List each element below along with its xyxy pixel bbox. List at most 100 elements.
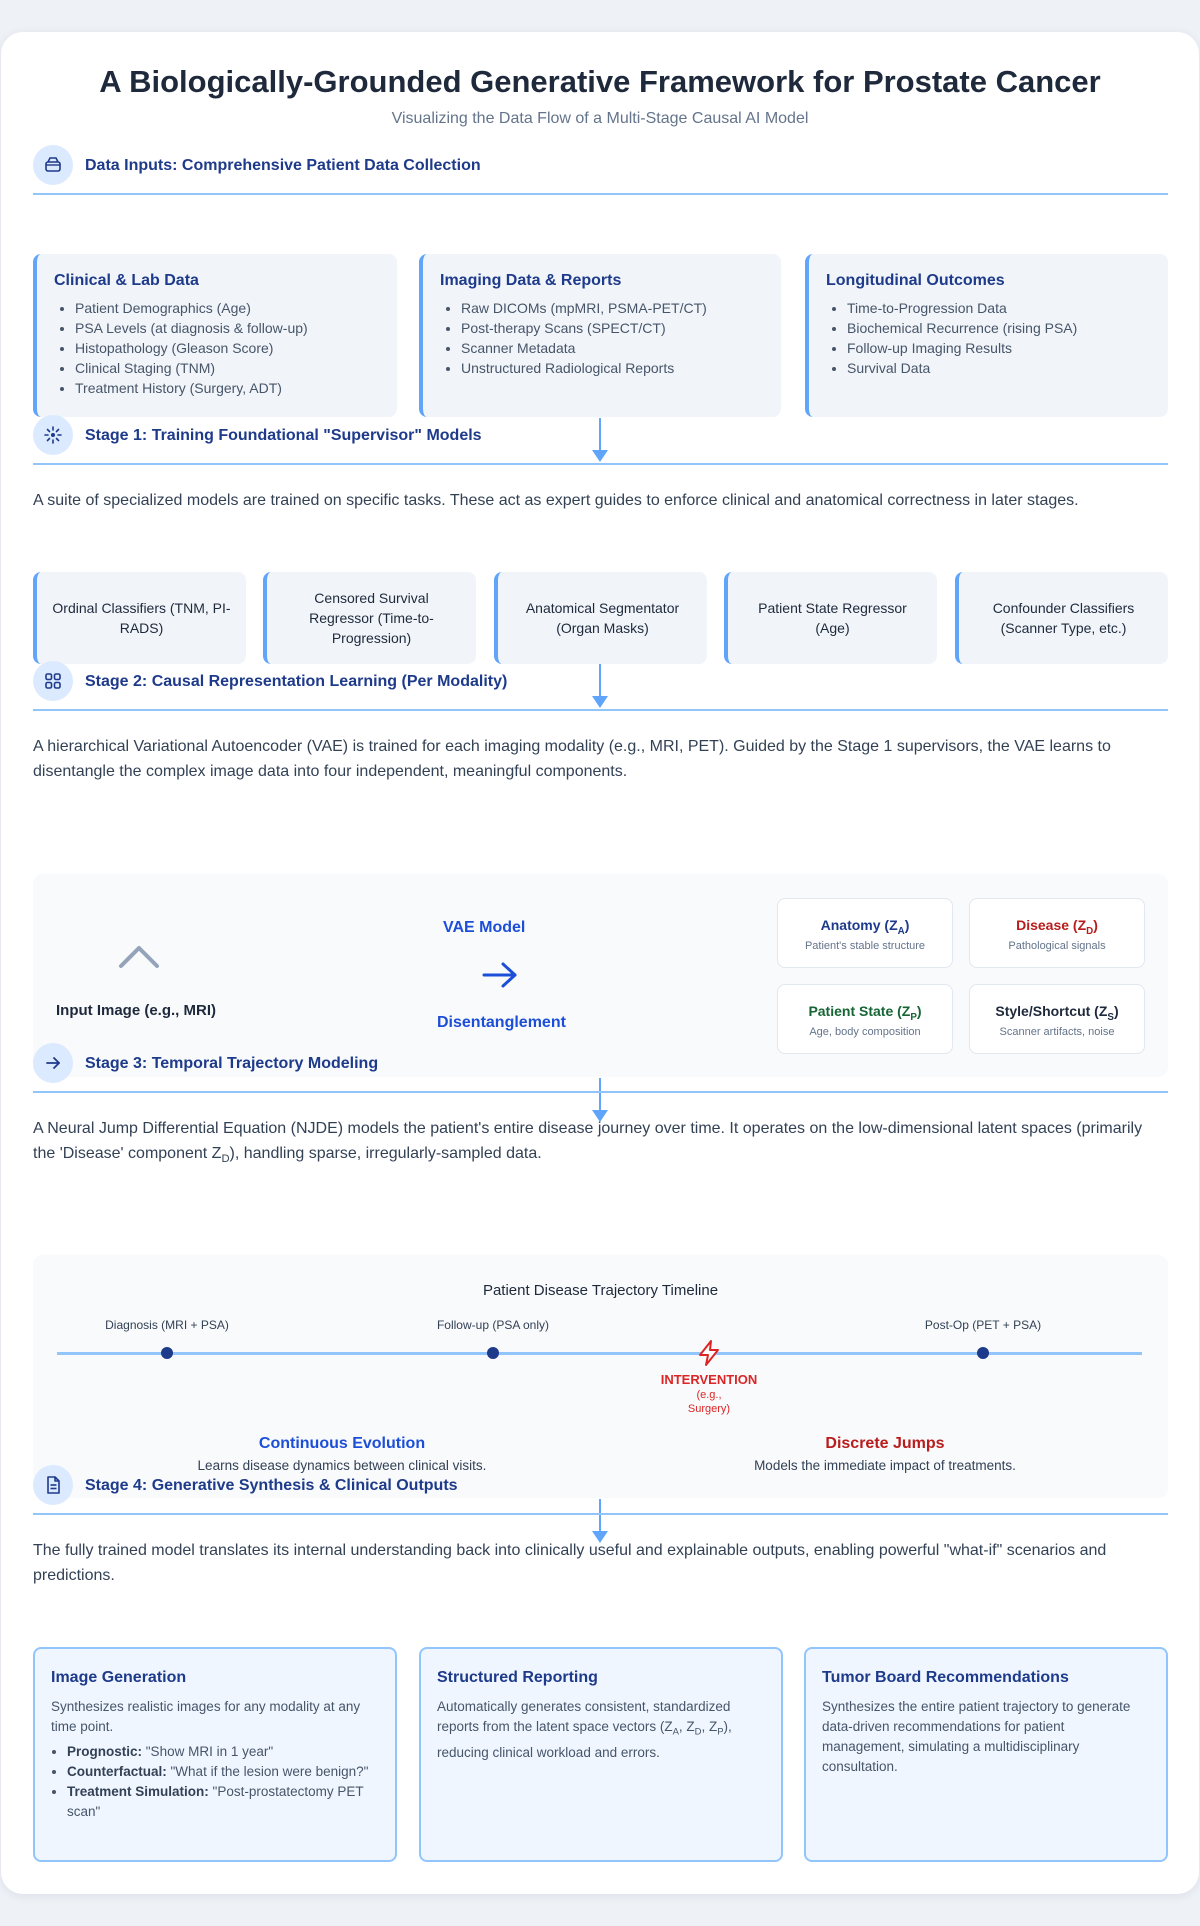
list-item: Counterfactual: "What if the lesion were…: [67, 1762, 379, 1782]
list-item: Post-therapy Scans (SPECT/CT): [461, 318, 781, 338]
component-description: Patient's stable structure: [804, 939, 926, 952]
stage3-heading: Stage 3: Temporal Trajectory Modeling: [85, 1055, 379, 1072]
list-item: Treatment History (Surgery, ADT): [75, 378, 397, 398]
input-box-title: Longitudinal Outcomes: [826, 272, 1005, 289]
output-image-generation: Image Generation Synthesizes realistic i…: [33, 1647, 397, 1862]
stage4-heading: Stage 4: Generative Synthesis & Clinical…: [85, 1477, 458, 1494]
timeline-panel: Patient Disease Trajectory Timeline Diag…: [33, 1255, 1168, 1498]
intervention-label: INTERVENTION: [660, 1372, 758, 1387]
stage1-section: Stage 1: Training Foundational "Supervis…: [33, 415, 1168, 513]
flow-arrow-icon: [592, 418, 608, 462]
output-title: Tumor Board Recommendations: [822, 1669, 1069, 1686]
list-item: Biochemical Recurrence (rising PSA): [847, 318, 1168, 338]
supervisor-model: Ordinal Classifiers (TNM, PI-RADS): [33, 572, 246, 664]
timeline-axis: [57, 1352, 1142, 1355]
grid-icon: [33, 661, 73, 701]
component-name: Patient State (ZP): [808, 1003, 922, 1023]
supervisor-model: Anatomical Segmentator (Organ Masks): [494, 572, 707, 664]
lightning-icon: [699, 1340, 719, 1366]
discrete-jumps-title: Discrete Jumps: [825, 1435, 945, 1452]
timeline-event-dot: [977, 1347, 989, 1359]
inputs-section: Data Inputs: Comprehensive Patient Data …: [33, 145, 1168, 195]
stage1-header: Stage 1: Training Foundational "Supervis…: [33, 415, 1168, 465]
timeline-event-label: Post-Op (PET + PSA): [924, 1318, 1042, 1332]
vae-panel: Input Image (e.g., MRI) VAE Model Disent…: [33, 874, 1168, 1077]
list-item: Survival Data: [847, 358, 1168, 378]
input-box-clinical: Clinical & Lab Data Patient Demographics…: [33, 254, 397, 417]
stage3-section: Stage 3: Temporal Trajectory Modeling A …: [33, 1043, 1168, 1172]
supervisor-model: Censored Survival Regressor (Time-to-Pro…: [263, 572, 476, 664]
output-structured-reporting: Structured Reporting Automatically gener…: [419, 1647, 783, 1862]
input-box-title: Clinical & Lab Data: [54, 272, 199, 289]
stage3-description: A Neural Jump Differential Equation (NJD…: [33, 1120, 1143, 1166]
input-box-imaging: Imaging Data & Reports Raw DICOMs (mpMRI…: [419, 254, 781, 417]
flow-arrow-icon: [592, 664, 608, 708]
output-tumor-board: Tumor Board Recommendations Synthesizes …: [804, 1647, 1168, 1862]
component-disease: Disease (ZD) Pathological signals: [969, 898, 1145, 968]
output-description: Synthesizes the entire patient trajector…: [822, 1699, 1131, 1774]
arrow-right-icon: [482, 962, 517, 988]
component-description: Scanner artifacts, noise: [999, 1025, 1115, 1038]
timeline-event-label: Follow-up (PSA only): [436, 1318, 550, 1332]
page-subtitle: Visualizing the Data Flow of a Multi-Sta…: [391, 110, 809, 127]
inputs-heading: Data Inputs: Comprehensive Patient Data …: [85, 157, 481, 174]
component-anatomy: Anatomy (ZA) Patient's stable structure: [777, 898, 953, 968]
timeline-event-dot: [487, 1347, 499, 1359]
component-name: Anatomy (ZA): [820, 917, 910, 937]
list-item: Time-to-Progression Data: [847, 298, 1168, 318]
intervention-note: (e.g., Surgery): [687, 1389, 731, 1415]
supervisor-models: Ordinal Classifiers (TNM, PI-RADS) Censo…: [33, 572, 1168, 664]
continuous-evolution-desc: Learns disease dynamics between clinical…: [197, 1458, 487, 1473]
flow-arrow-icon: [592, 1078, 608, 1122]
list-item: Raw DICOMs (mpMRI, PSMA-PET/CT): [461, 298, 781, 318]
list-item: Scanner Metadata: [461, 338, 781, 358]
stage2-description: A hierarchical Variational Autoencoder (…: [33, 738, 1111, 780]
chevron-up-icon: [119, 946, 159, 968]
component-style-shortcut: Style/Shortcut (ZS) Scanner artifacts, n…: [969, 984, 1145, 1054]
output-description: Automatically generates consistent, stan…: [437, 1699, 732, 1760]
list-item: Patient Demographics (Age): [75, 298, 397, 318]
stage2-header: Stage 2: Causal Representation Learning …: [33, 661, 1168, 711]
supervisor-model: Confounder Classifiers (Scanner Type, et…: [955, 572, 1168, 664]
outputs-row: Image Generation Synthesizes realistic i…: [33, 1647, 1168, 1862]
inputs-header: Data Inputs: Comprehensive Patient Data …: [33, 145, 1168, 195]
output-description: Synthesizes realistic images for any mod…: [51, 1699, 361, 1734]
supervisor-model: Patient State Regressor (Age): [724, 572, 937, 664]
disentanglement-label: Disentanglement: [437, 1014, 566, 1031]
component-description: Pathological signals: [1008, 939, 1106, 952]
flow-arrow-icon: [592, 1499, 608, 1543]
document-icon: [33, 1465, 73, 1505]
continuous-evolution-title: Continuous Evolution: [258, 1435, 426, 1452]
output-title: Image Generation: [51, 1669, 187, 1686]
stage4-description: The fully trained model translates its i…: [33, 1542, 1107, 1584]
timeline-event-dot: [161, 1347, 173, 1359]
stage2-section: Stage 2: Causal Representation Learning …: [33, 661, 1168, 784]
component-description: Age, body composition: [809, 1025, 921, 1038]
database-icon: [33, 145, 73, 185]
stage4-header: Stage 4: Generative Synthesis & Clinical…: [33, 1465, 1168, 1515]
input-box-title: Imaging Data & Reports: [440, 272, 622, 289]
component-patient-state: Patient State (ZP) Age, body composition: [777, 984, 953, 1054]
component-name: Disease (ZD): [1016, 917, 1098, 937]
sparkle-icon: [33, 415, 73, 455]
vae-model-label: VAE Model: [443, 919, 526, 936]
component-name: Style/Shortcut (ZS): [995, 1003, 1119, 1023]
stage2-heading: Stage 2: Causal Representation Learning …: [85, 673, 508, 690]
arrow-right-icon: [33, 1043, 73, 1083]
list-item: Treatment Simulation: "Post-prostatectom…: [67, 1782, 379, 1822]
timeline-event-label: Diagnosis (MRI + PSA): [105, 1318, 229, 1332]
stage3-header: Stage 3: Temporal Trajectory Modeling: [33, 1043, 1168, 1093]
timeline-title: Patient Disease Trajectory Timeline: [482, 1282, 719, 1299]
list-item: Unstructured Radiological Reports: [461, 358, 781, 378]
page-title: A Biologically-Grounded Generative Frame…: [99, 64, 1101, 99]
list-item: Clinical Staging (TNM): [75, 358, 397, 378]
stage1-heading: Stage 1: Training Foundational "Supervis…: [85, 427, 482, 444]
output-title: Structured Reporting: [437, 1669, 598, 1686]
stage1-description: A suite of specialized models are traine…: [33, 492, 1079, 509]
discrete-jumps-desc: Models the immediate impact of treatment…: [754, 1458, 1016, 1473]
list-item: Follow-up Imaging Results: [847, 338, 1168, 358]
input-box-outcomes: Longitudinal Outcomes Time-to-Progressio…: [805, 254, 1168, 417]
input-image-label: Input Image (e.g., MRI): [56, 1002, 216, 1019]
framework-card: A Biologically-Grounded Generative Frame…: [1, 32, 1199, 1894]
list-item: Prognostic: "Show MRI in 1 year": [67, 1742, 379, 1762]
